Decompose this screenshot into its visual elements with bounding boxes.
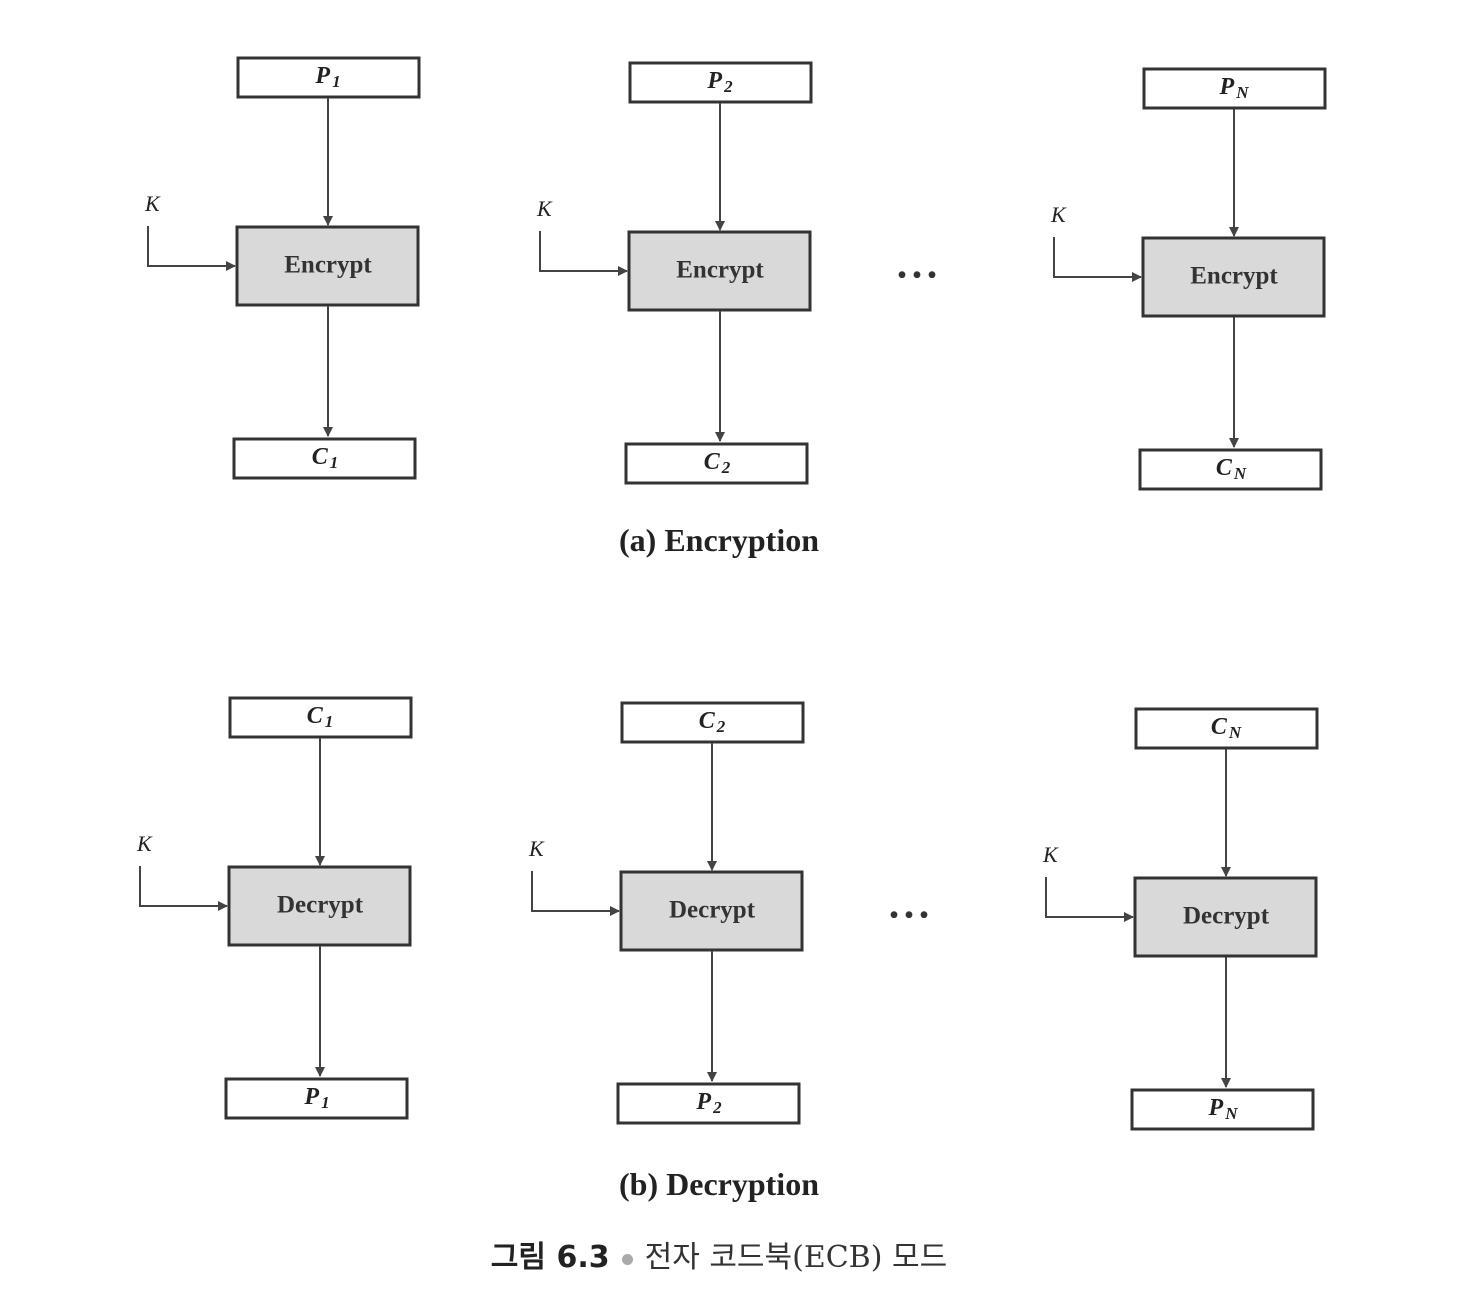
dec-input-box (228, 696, 413, 739)
dec-operation-box (619, 870, 804, 952)
enc-ellipsis: • • • (898, 262, 937, 289)
dec-input-label-subscript: N (1228, 723, 1242, 742)
dec-key-arrow (1045, 877, 1134, 922)
figure-label: 그림 6.3 (490, 1240, 610, 1275)
dec-input-label-letter: C (307, 703, 324, 729)
enc-key-label: K (144, 191, 161, 216)
enc-input-box (628, 61, 813, 104)
dec-output-label-subscript: 2 (712, 1098, 722, 1117)
dec-key-label: K (136, 831, 153, 856)
enc-output-label-letter: C (1216, 455, 1233, 481)
dec-operation-box (1133, 876, 1318, 958)
dec-key-label: K (1042, 842, 1059, 867)
dec-input-label-subscript: 2 (716, 717, 726, 736)
enc-output-label-letter: C (704, 449, 721, 475)
enc-input-label-subscript: 1 (332, 72, 341, 91)
enc-input-label-letter: P (1219, 74, 1235, 100)
dec-input-label-letter: C (1211, 714, 1228, 740)
enc-key-arrow (1053, 237, 1142, 282)
dec-operation-label: Decrypt (277, 892, 364, 919)
enc-operation-label: Encrypt (284, 252, 372, 279)
dec-input-label-letter: C (699, 708, 716, 734)
dec-output-label-subscript: 1 (321, 1093, 330, 1112)
dec-output-box (616, 1082, 801, 1125)
enc-operation-box (627, 230, 812, 312)
dec-output-label-subscript: N (1224, 1104, 1238, 1123)
dec-output-box (1130, 1088, 1315, 1131)
enc-key-label: K (1050, 202, 1067, 227)
enc-key-arrow (147, 226, 236, 271)
dec-operation-box (227, 865, 412, 947)
enc-output-label-subscript: 1 (330, 453, 339, 472)
enc-input-box (1142, 67, 1327, 110)
enc-input-label-subscript: N (1235, 83, 1249, 102)
enc-output-box (232, 437, 417, 480)
enc-output-label-subscript: N (1233, 464, 1247, 483)
enc-operation-label: Encrypt (1190, 263, 1278, 290)
dec-key-arrow (139, 866, 228, 911)
bullet-icon (621, 1253, 633, 1265)
enc-key-arrow (539, 231, 628, 276)
enc-output-box (624, 442, 809, 485)
enc-operation-box (235, 225, 420, 307)
enc-operation-box (1141, 236, 1326, 318)
encryption-caption: (a) Encryption (619, 522, 819, 558)
enc-operation-label: Encrypt (676, 257, 764, 284)
figure-caption: 그림 6.3 전자 코드북(ECB) 모드 (0, 1232, 1438, 1276)
dec-output-label-letter: P (695, 1089, 711, 1115)
enc-input-label-subscript: 2 (723, 77, 733, 96)
enc-output-label-letter: C (312, 444, 329, 470)
dec-input-label-subscript: 1 (325, 712, 334, 731)
enc-input-box (236, 56, 421, 99)
enc-output-label-subscript: 2 (721, 458, 731, 477)
dec-output-box (224, 1077, 409, 1120)
dec-key-label: K (528, 836, 545, 861)
figure-title: 전자 코드북(ECB) 모드 (644, 1240, 948, 1275)
dec-output-label-letter: P (1208, 1095, 1224, 1121)
dec-input-box (620, 701, 805, 744)
dec-key-arrow (531, 871, 620, 916)
dec-ellipsis: • • • (890, 902, 929, 929)
enc-input-label-letter: P (706, 68, 722, 94)
decryption-caption: (b) Decryption (619, 1166, 819, 1202)
enc-output-box (1138, 448, 1323, 491)
enc-key-label: K (536, 196, 553, 221)
dec-operation-label: Decrypt (669, 897, 756, 924)
dec-input-box (1134, 707, 1319, 750)
dec-operation-label: Decrypt (1183, 903, 1270, 930)
enc-input-label-letter: P (314, 63, 330, 89)
dec-output-label-letter: P (303, 1084, 319, 1110)
